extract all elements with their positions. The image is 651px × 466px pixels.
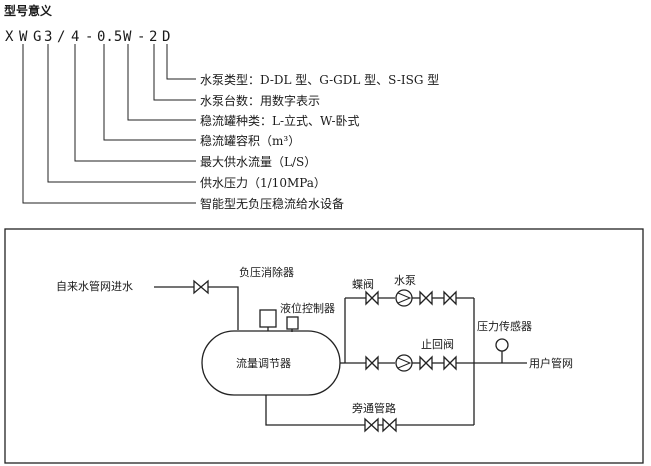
code-char-dash1: - <box>85 29 93 45</box>
code-char-g: G <box>33 29 41 45</box>
leader-pump-type <box>166 44 196 80</box>
legend-series: 智能型无负压稳流给水设备 <box>200 196 344 211</box>
code-char-w: W <box>19 29 28 45</box>
inlet-valve-icon <box>193 279 209 295</box>
gate-valve-upper-icon <box>443 290 457 306</box>
pressure-sensor-label: 压力传感器 <box>477 320 532 333</box>
schematic-frame <box>4 228 644 464</box>
pump-label: 水泵 <box>394 274 416 287</box>
leader-tank-volume <box>103 44 196 141</box>
legend-tank-type: 稳流罐种类：L-立式、W-卧式 <box>200 113 360 128</box>
code-char-slash: / <box>57 29 65 45</box>
code-char-pump-count: 2 <box>149 29 157 45</box>
pump-lower-icon <box>395 354 413 372</box>
code-char-volume: 0.5 <box>97 29 122 45</box>
inlet-pipe-to-tank <box>208 286 239 330</box>
legend: 水泵类型：D-DL 型、G-GDL 型、S-ISG 型 水泵台数：用数字表示 稳… <box>200 73 439 211</box>
legend-tank-volume: 稳流罐容积（m³） <box>200 133 300 148</box>
level-controller-box-2 <box>286 316 299 330</box>
butterfly-valve-icon <box>365 290 379 306</box>
pump-upper-icon <box>395 289 413 307</box>
user-network-label: 用户管网 <box>529 356 573 370</box>
pressure-sensor-icon <box>495 338 509 363</box>
code-char-flow: 4 <box>71 29 79 45</box>
code-char-x: X <box>5 29 14 45</box>
code-char-pump-type: D <box>162 29 170 45</box>
code-char-tank-type: W <box>123 29 132 45</box>
check-valve-label: 止回阀 <box>421 337 454 351</box>
level-controller-box-1 <box>259 309 277 328</box>
legend-max-flow: 最大供水流量（L/S） <box>200 155 316 169</box>
bypass-label: 旁通管路 <box>352 401 396 415</box>
leader-lines <box>22 44 196 204</box>
legend-pressure: 供水压力（1/10MPa） <box>200 176 326 190</box>
vacuum-eliminator-label: 负压消除器 <box>239 265 294 279</box>
leader-series <box>22 44 196 204</box>
legend-pump-type: 水泵类型：D-DL 型、G-GDL 型、S-ISG 型 <box>200 73 439 87</box>
bypass-pipe-left <box>265 395 365 426</box>
section-title: 型号意义 <box>4 3 53 18</box>
butterfly-valve-label: 蝶阀 <box>352 277 374 291</box>
bypass-valve-2-icon <box>382 417 397 433</box>
leader-max-flow <box>74 44 196 162</box>
leader-tank-type <box>127 44 196 121</box>
inlet-label: 自来水管网进水 <box>56 279 133 293</box>
model-code: X W G 3 / 4 - 0.5 W - 2 D <box>5 29 170 45</box>
bypass-valve-1-icon <box>364 417 379 433</box>
legend-pump-count: 水泵台数：用数字表示 <box>200 93 320 108</box>
tank-label: 流量调节器 <box>236 356 291 370</box>
leader-pump-count <box>153 44 196 101</box>
check-valve-upper-icon <box>419 290 433 306</box>
code-char-dash2: - <box>137 29 145 45</box>
leader-pressure <box>47 44 196 183</box>
butterfly-valve-lower-icon <box>365 355 379 371</box>
check-valve-lower-icon <box>419 355 433 371</box>
level-controller-label: 液位控制器 <box>280 301 335 315</box>
code-char-pressure: 3 <box>44 29 52 45</box>
gate-valve-lower-icon <box>443 355 457 371</box>
